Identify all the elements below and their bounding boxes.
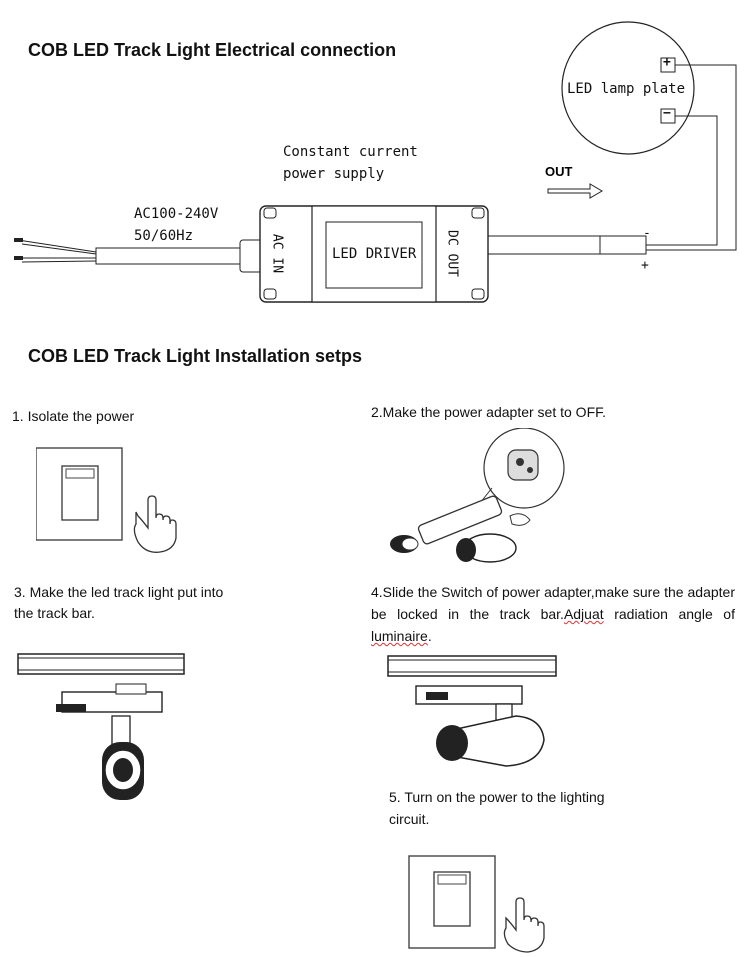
supply-label-line1: Constant current: [283, 144, 418, 160]
ac-voltage-label: AC100-240V: [134, 206, 219, 222]
wire-minus-label: -: [643, 226, 651, 241]
wiring-diagram: [14, 21, 737, 303]
lamp-plate-label: LED lamp plate: [567, 81, 686, 97]
out-arrow: [547, 183, 603, 199]
step3-text-line2: the track bar.: [14, 605, 95, 621]
lamp-plate-circle: [561, 21, 695, 155]
driver-label: LED DRIVER: [332, 246, 417, 262]
wire-plus-label: +: [641, 258, 649, 273]
ac-frequency-label: 50/60Hz: [134, 228, 194, 244]
input-cable: [95, 247, 243, 265]
ac-in-label: AC IN: [269, 233, 285, 274]
installation-title: COB LED Track Light Installation setps: [28, 346, 363, 366]
step5-text-line1: 5. Turn on the power to the lighting: [389, 789, 605, 805]
lamp-plus-symbol: +: [663, 55, 671, 70]
dc-out-label: DC OUT: [444, 230, 460, 277]
lamp-minus-symbol: −: [663, 106, 671, 121]
step1-text: 1. Isolate the power: [12, 408, 135, 424]
track-bar: [387, 655, 557, 677]
minus-wire: [646, 115, 718, 246]
out-label: OUT: [545, 164, 573, 179]
output-cable: [485, 235, 647, 255]
plus-wire: [646, 64, 737, 251]
step1-switch-illustration: [36, 447, 177, 553]
step3-text-line1: 3. Make the led track light put into: [14, 584, 224, 600]
step2-adapter-illustration: [390, 428, 565, 563]
step5-text-line2: circuit.: [389, 811, 430, 827]
step2-text: 2.Make the power adapter set to OFF.: [371, 404, 607, 420]
step4-text: 4.Slide the Switch of power adapter,make…: [371, 584, 735, 644]
electrical-title: COB LED Track Light Electrical connectio…: [28, 40, 397, 60]
step5-switch-illustration: [408, 855, 545, 953]
supply-label-line2: power supply: [283, 166, 385, 182]
step4-track-illustration: [387, 655, 557, 767]
pointing-hand-icon: [133, 495, 177, 553]
step3-track-illustration: [17, 653, 185, 800]
pointing-hand-icon: [503, 897, 545, 953]
hand-icon: [509, 513, 531, 526]
track-bar: [17, 653, 185, 675]
